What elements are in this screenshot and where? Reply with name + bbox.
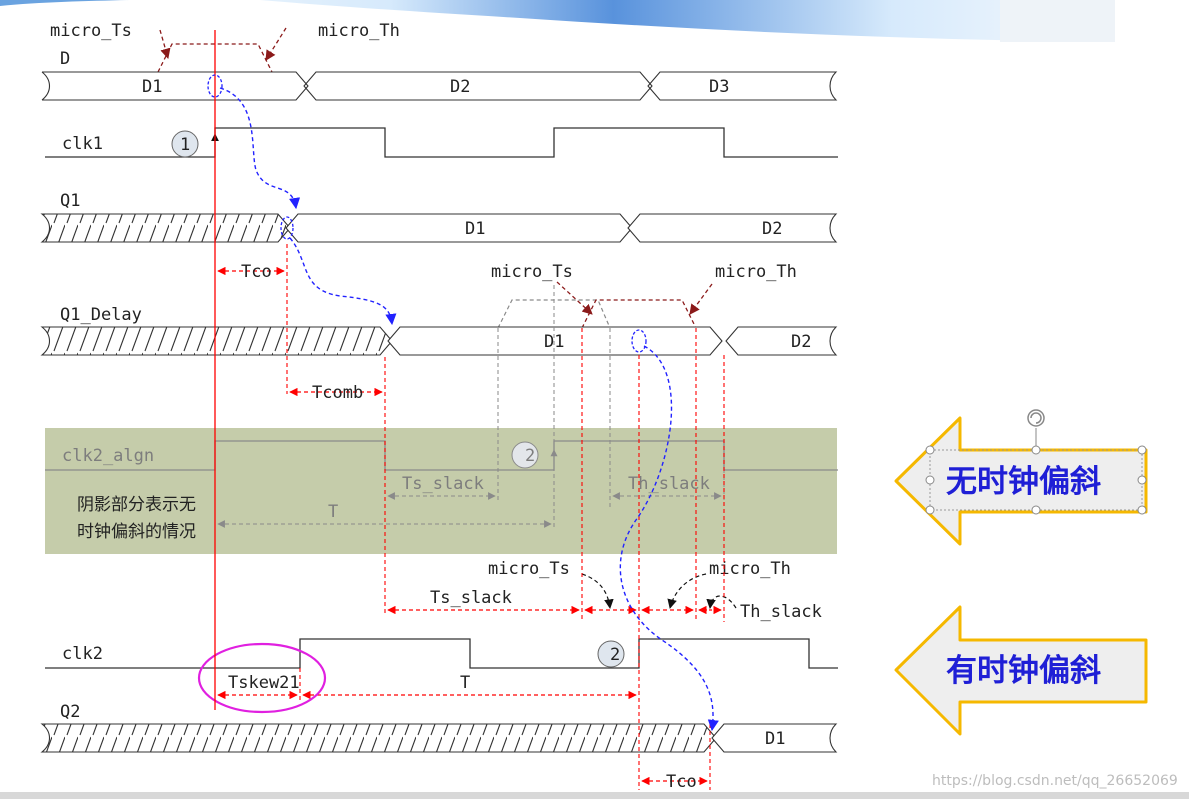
arrow-micro-th-mid [689,283,713,315]
setup-hold-window-gray [497,299,611,329]
signal-clk2-label: clk2 [62,644,103,664]
shade-note-line2: 时钟偏斜的情况 [77,522,196,542]
header-right-panel [1000,0,1115,42]
q1-delay-bus [40,326,838,356]
callout-no-skew[interactable]: 无时钟偏斜 [894,409,1148,546]
clk2-waveform [45,638,838,669]
label-micro-ts-top: micro_Ts [50,21,132,41]
q1-segment-d1: D1 [465,219,485,239]
rotate-handle-icon[interactable] [1027,409,1045,427]
label-micro-ts-mid: micro_Ts [491,262,573,282]
label-micro-th-top: micro_Th [318,21,400,41]
arrow-micro-ts-low [581,573,614,609]
shade-note-line1: 阴影部分表示无 [77,495,196,515]
setup-hold-window-mid [581,299,697,329]
label-tskew: Tskew21 [228,673,300,693]
label-tco-2: Tco [666,772,697,792]
arrow-micro-th-top [265,27,287,61]
marker-2-gray-circle [511,441,539,469]
q1-transition-ellipse [280,216,294,240]
header-banner [0,0,1115,42]
label-t: T [460,673,470,693]
q1-bus [40,213,838,243]
header-swoosh [0,0,130,6]
label-ts-slack: Ts_slack [430,588,512,608]
signal-clk1-label: clk1 [62,134,103,154]
marker-1-text: 1 [180,135,190,155]
callout-with-skew-text: 有时钟偏斜 [946,653,1101,689]
callout-no-skew-text: 无时钟偏斜 [946,464,1101,500]
arrow-micro-ts-mid [556,281,593,315]
arrow-micro-ts-top [159,29,171,59]
signal-q1-delay-label: Q1_Delay [60,305,142,325]
bottom-strip [0,792,1189,799]
label-tco-1: Tco [241,262,272,282]
label-th-slack: Th_slack [740,602,822,622]
label-micro-ts-low: micro_Ts [488,559,570,579]
label-tcomb: Tcomb [312,383,363,403]
d-segment-d3: D3 [709,77,729,97]
marker-2-circle [597,640,625,668]
watermark: https://blog.csdn.net/qq_26652069 [932,773,1178,789]
label-micro-th-low: micro_Th [709,559,791,579]
d-bus [41,71,838,101]
q2-segment-d1: D1 [765,729,785,749]
d-segment-d1: D1 [142,77,162,97]
signal-clk2-algn-label: clk2_algn [62,446,154,466]
label-th-slack-gray: Th_slack [628,474,710,494]
marker-1-circle [171,130,199,158]
clk1-waveform [45,127,838,158]
q1-delay-capture-ellipse [631,329,647,353]
arrow-micro-th-low [667,573,707,609]
d1-capture-ellipse [207,74,223,98]
marker-2-text: 2 [610,645,620,665]
signal-d-label: D [60,49,70,69]
propagation-path-3 [619,345,719,732]
signal-q1-label: Q1 [60,191,80,211]
label-ts-slack-gray: Ts_slack [402,474,484,494]
label-t-gray: T [328,502,338,522]
propagation-path-2 [289,237,397,326]
signal-q2-label: Q2 [60,702,80,722]
q1-delay-segment-d2: D2 [791,332,811,352]
label-micro-th-mid: micro_Th [715,262,797,282]
d-segment-d2: D2 [450,77,470,97]
tskew-highlight-ellipse [197,642,327,714]
q1-segment-d2: D2 [762,219,782,239]
marker-2-gray-text: 2 [525,446,535,466]
shade-region [45,428,837,554]
q2-bus [40,723,838,753]
arrow-th-slack-low [706,595,737,609]
callout-with-skew: 有时钟偏斜 [894,605,1148,736]
propagation-path-1 [219,87,301,210]
